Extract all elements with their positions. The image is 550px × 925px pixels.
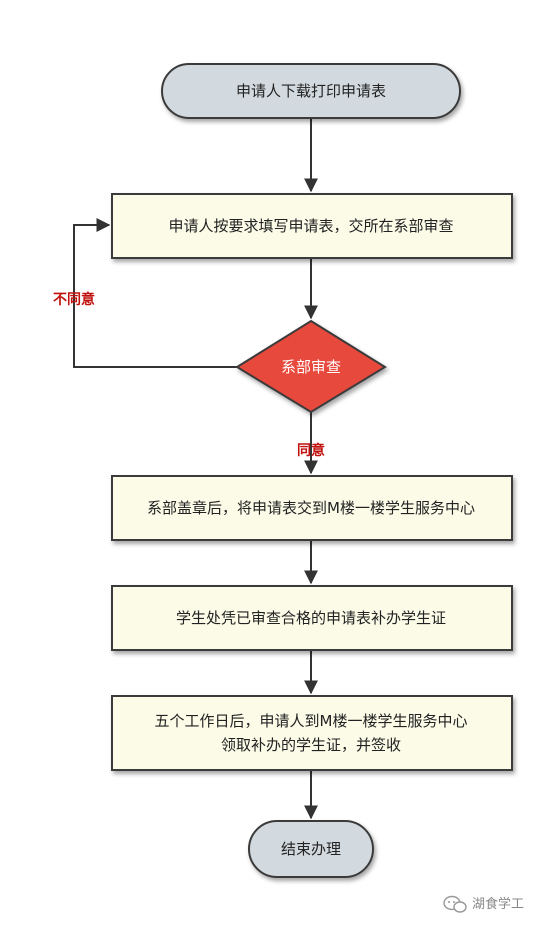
fill-form-label: 申请人按要求填写申请表，交所在系部审查 xyxy=(168,217,453,235)
dept-review-decision xyxy=(235,319,387,414)
collect-label-line2: 领取补办的学生证，并签收 xyxy=(221,736,401,754)
dept-review-label: 系部审查 xyxy=(281,358,341,376)
start-label: 申请人下载打印申请表 xyxy=(236,82,386,100)
edge-disagree-loop xyxy=(73,218,237,368)
watermark-text: 湖食学工 xyxy=(472,896,524,912)
collect-label-line1: 五个工作日后，申请人到M楼一楼学生服务中心 xyxy=(155,712,468,730)
collect-node xyxy=(111,695,513,771)
agree-label: 同意 xyxy=(297,442,325,459)
start-node xyxy=(161,63,461,119)
reissue-node xyxy=(111,585,513,651)
end-label: 结束办理 xyxy=(281,840,341,858)
stamp-node xyxy=(111,475,513,541)
wechat-icon xyxy=(443,895,467,913)
stamp-label: 系部盖章后，将申请表交到M楼一楼学生服务中心 xyxy=(147,499,475,517)
end-node xyxy=(248,820,374,878)
disagree-label: 不同意 xyxy=(53,291,95,308)
fill-form-node xyxy=(111,193,513,259)
reissue-label: 学生处凭已审查合格的申请表补办学生证 xyxy=(176,609,446,627)
